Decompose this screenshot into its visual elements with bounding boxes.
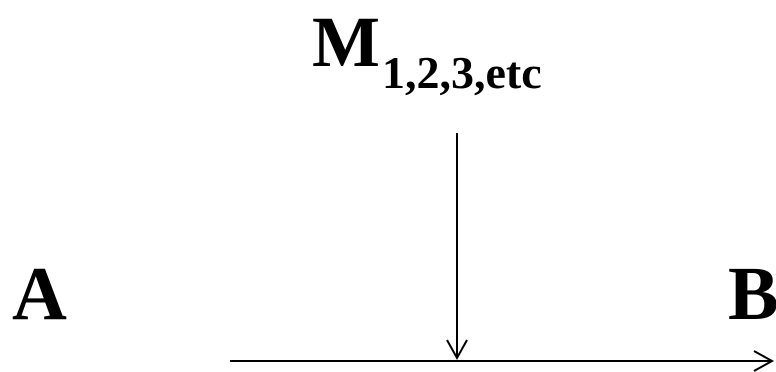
label-m-main: M: [312, 2, 380, 82]
vertical-arrowhead: [446, 339, 468, 361]
label-m: M1,2,3,etc: [312, 6, 542, 96]
label-m-subscript: 1,2,3,etc: [381, 47, 542, 98]
label-b: B: [728, 252, 776, 336]
horizontal-arrowhead: [753, 350, 775, 372]
label-a: A: [12, 252, 67, 336]
